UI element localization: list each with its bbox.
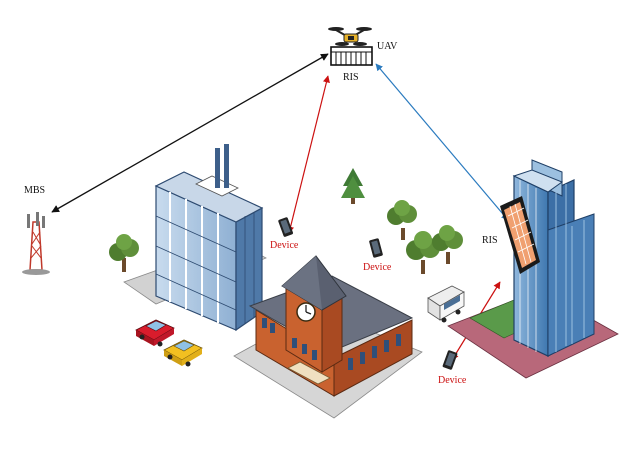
clock-icon <box>297 303 315 321</box>
ris-panel-icon <box>331 47 372 65</box>
glass-office-building <box>124 144 266 330</box>
mbs-label: MBS <box>24 185 45 196</box>
pine-tree-icon <box>341 168 365 204</box>
uav-label: UAV <box>377 41 398 52</box>
device-label-3: Device <box>438 375 467 386</box>
device-label-1: Device <box>270 240 299 251</box>
smartphone-icon <box>278 217 294 237</box>
cell-tower-icon <box>22 212 50 275</box>
device-label-2: Device <box>363 262 392 273</box>
car-icon <box>136 320 174 347</box>
smartphone-icon <box>442 350 458 370</box>
tower-building <box>448 160 618 378</box>
tree-icon <box>387 200 417 240</box>
smartphone-icon <box>369 238 383 258</box>
building-ris-label: RIS <box>482 235 498 246</box>
uav-ris-label: RIS <box>343 72 359 83</box>
bus-icon <box>428 286 464 323</box>
car-icon <box>164 340 202 367</box>
tree-icon <box>432 225 463 264</box>
link-uav-ris-building <box>376 64 508 220</box>
uav-drone-icon <box>328 27 372 46</box>
tree-icon <box>109 234 139 272</box>
link-uav-device-1 <box>289 76 328 233</box>
